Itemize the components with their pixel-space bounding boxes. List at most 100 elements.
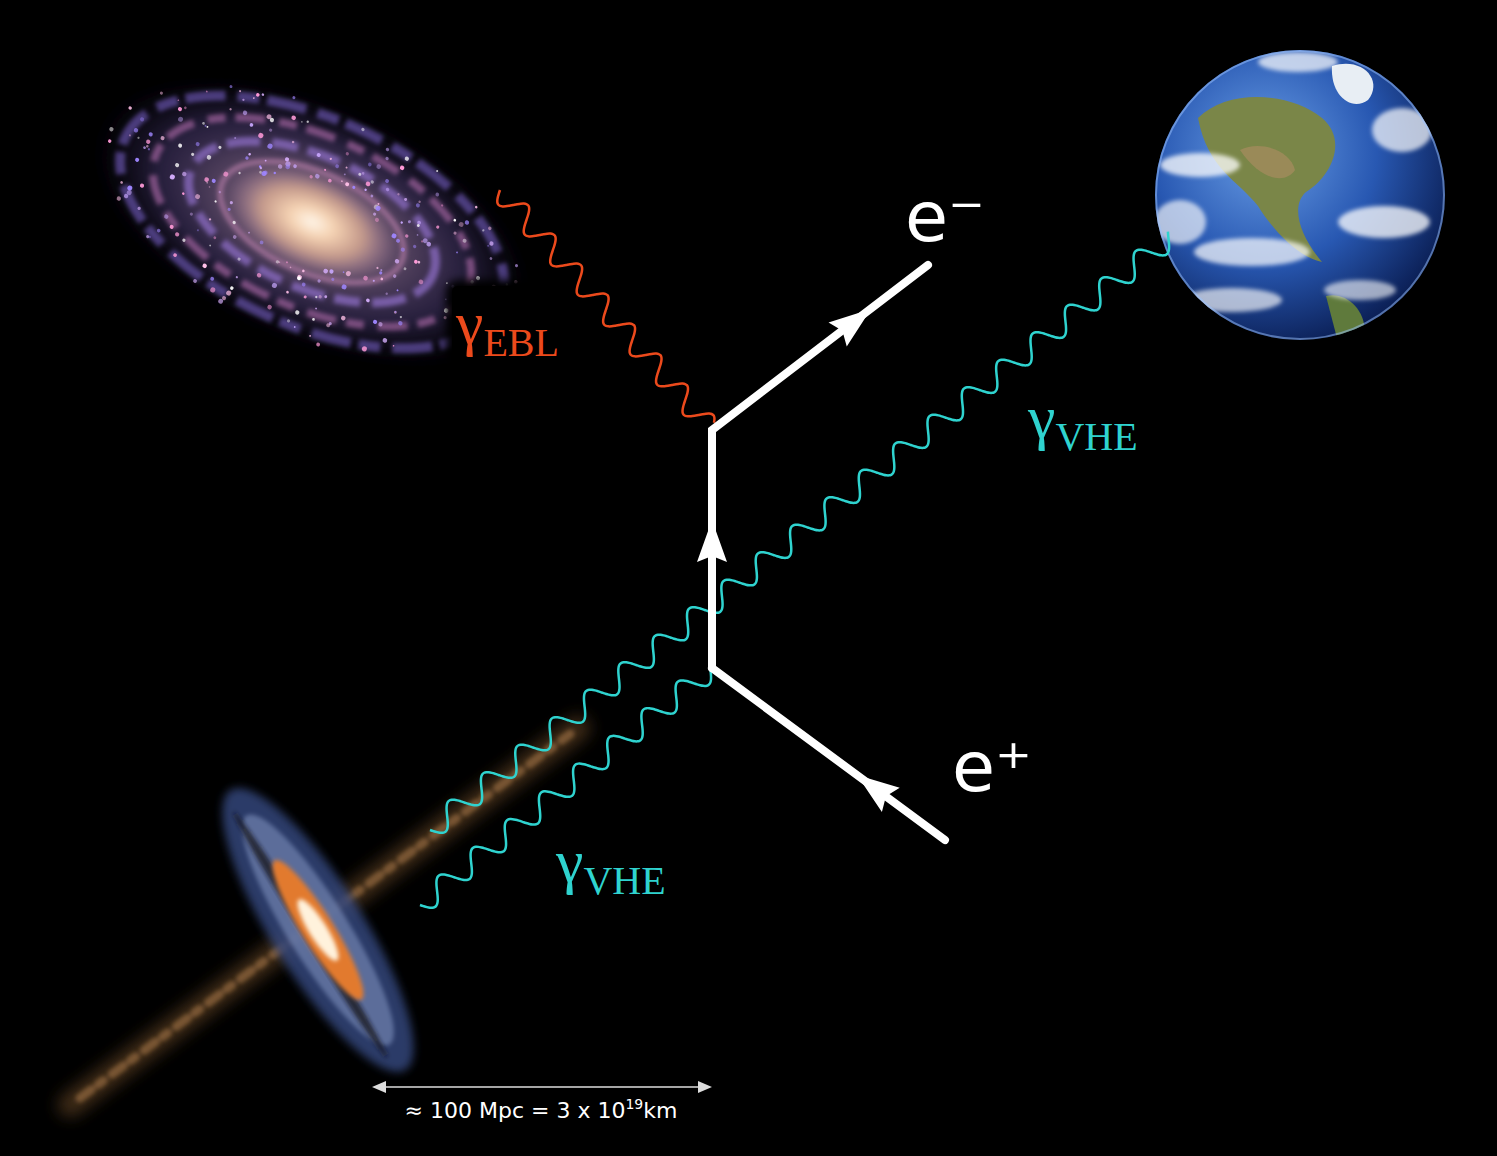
star-dot [435, 192, 440, 197]
star-dot [174, 232, 180, 238]
star-dot [446, 282, 448, 284]
star-dot [314, 173, 320, 179]
star-dot [456, 251, 459, 254]
star-dot [441, 204, 444, 207]
star-dot [342, 271, 344, 273]
star-dot [296, 274, 302, 280]
star-dot [329, 269, 335, 275]
star-dot [145, 139, 151, 145]
star-dot [327, 178, 332, 183]
star-dot [206, 126, 208, 128]
star-dot [128, 106, 133, 111]
star-dot [148, 132, 153, 137]
star-dot [256, 272, 262, 278]
star-dot [223, 171, 229, 177]
star-dot [443, 316, 447, 320]
star-dot [301, 282, 306, 287]
earth-part-part [1332, 64, 1374, 104]
star-dot [225, 290, 232, 297]
star-dot [379, 271, 383, 275]
star-dot [232, 235, 237, 240]
star-dot [475, 275, 480, 280]
star-dot [267, 304, 273, 310]
star-dot [358, 172, 362, 176]
star-dot [458, 221, 464, 227]
spiral-galaxy-part [63, 33, 558, 414]
star-dot [202, 263, 208, 269]
star-dot [242, 110, 248, 116]
star-dot [126, 189, 133, 196]
star-dot [453, 231, 457, 235]
star-dot [404, 156, 410, 162]
star-dot [445, 298, 447, 300]
earth-part-part [1154, 52, 1432, 312]
star-dot [182, 238, 186, 242]
star-dot [393, 310, 397, 314]
star-dot [275, 260, 279, 264]
star-dot [488, 226, 493, 231]
star-dot [238, 172, 241, 175]
dimension-arrow-part [372, 1081, 386, 1093]
star-dot [204, 125, 206, 127]
star-dot [340, 315, 346, 321]
star-dot [237, 257, 241, 261]
star-dot [242, 98, 245, 101]
star-dot [229, 201, 233, 205]
star-dot [173, 253, 178, 258]
star-dot [326, 323, 331, 328]
photon-subscript: EBL [483, 319, 559, 366]
star-dot [385, 156, 389, 160]
star-dot [323, 268, 329, 274]
dimension-arrow-part [382, 1086, 702, 1088]
feynman-diagram-part [829, 297, 881, 346]
star-dot [159, 91, 163, 95]
star-dot [218, 145, 222, 149]
star-dot [345, 182, 350, 187]
spiral-galaxy-part [82, 44, 541, 401]
relativistic-jet [70, 728, 578, 1105]
star-dot [229, 85, 233, 89]
star-dot [259, 240, 264, 245]
star-dot [475, 205, 478, 208]
star-dot [415, 203, 420, 208]
star-dot [403, 267, 407, 271]
star-dot [489, 241, 495, 247]
star-dot [178, 143, 183, 148]
earth [1154, 50, 1445, 342]
star-dot [324, 295, 328, 299]
star-dot [174, 162, 179, 167]
star-dot [289, 266, 291, 268]
star-dot [413, 259, 418, 264]
star-dot [229, 108, 232, 111]
star-dot [412, 244, 416, 248]
star-dot [169, 224, 174, 229]
dimension-unit: km [643, 1098, 677, 1123]
star-dot [417, 260, 421, 264]
star-dot [514, 264, 518, 268]
photon-symbol: γ [556, 826, 583, 897]
star-dot [315, 307, 317, 309]
star-dot [352, 185, 356, 189]
star-dot [316, 342, 321, 347]
star-dot [293, 164, 298, 169]
star-dot [397, 193, 400, 196]
star-dot [341, 180, 343, 182]
star-dot [137, 206, 141, 210]
star-dot [206, 90, 208, 92]
star-dot [376, 164, 382, 170]
spiral-galaxy-part [49, 17, 576, 427]
star-dot [453, 218, 456, 221]
star-dot [395, 238, 400, 243]
vhe-photon-wave [420, 666, 711, 908]
star-dot [194, 193, 200, 199]
star-dot [213, 236, 217, 240]
earth-part-part-part [1160, 153, 1240, 177]
star-dot [133, 127, 139, 133]
star-dot [286, 319, 290, 323]
star-dot [209, 244, 211, 246]
positron-label: e⁺ [952, 726, 1032, 808]
star-dot [385, 179, 390, 184]
star-dot [204, 177, 210, 183]
star-dot [245, 156, 249, 160]
